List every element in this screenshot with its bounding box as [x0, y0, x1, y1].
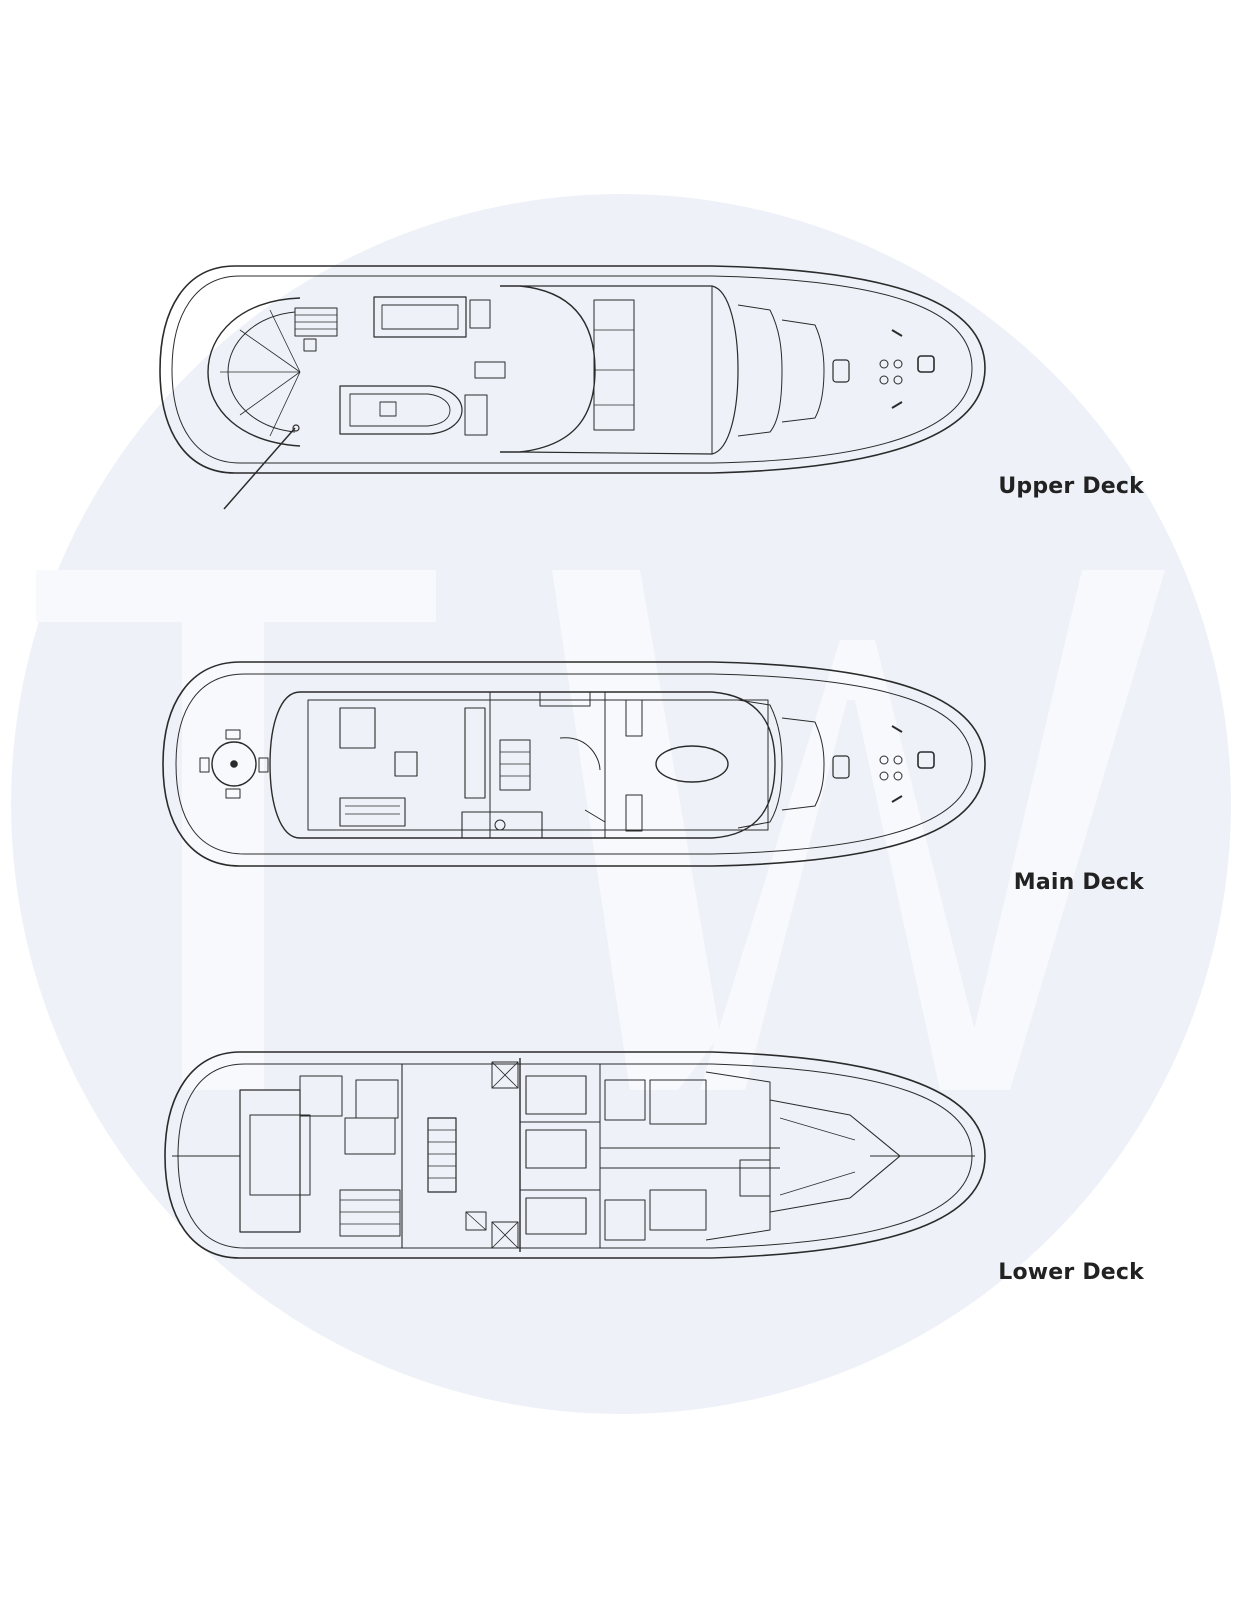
main-deck-label: Main Deck — [1013, 870, 1144, 895]
lower-deck-label: Lower Deck — [998, 1260, 1144, 1285]
lower-deck-plan — [164, 1051, 986, 1259]
upper-deck-plan — [159, 265, 986, 510]
main-deck-plan — [162, 661, 986, 867]
upper-deck-label: Upper Deck — [998, 474, 1144, 499]
watermark-logo — [36, 570, 1165, 1090]
watermark — [11, 194, 1231, 1414]
